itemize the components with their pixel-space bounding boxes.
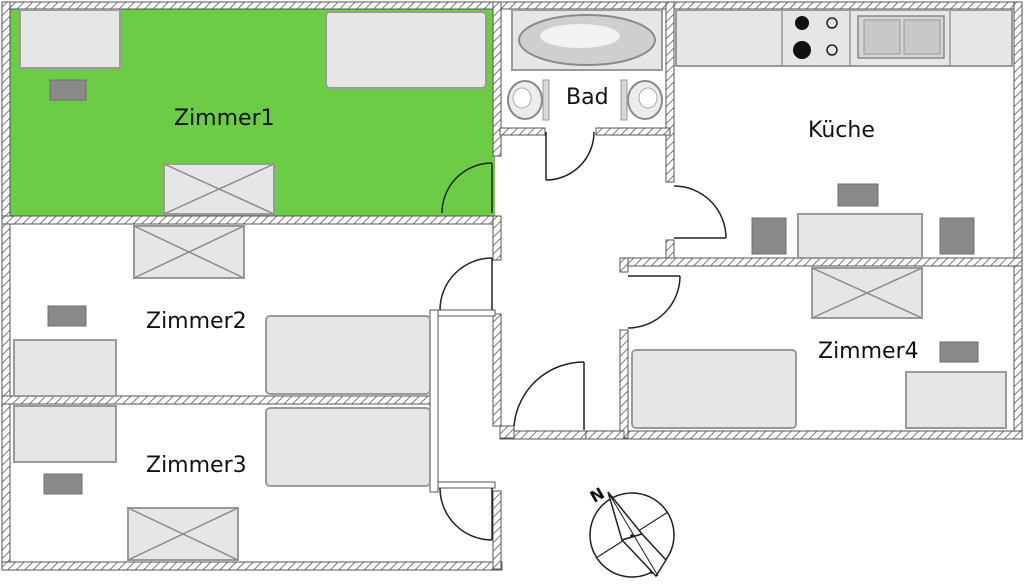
zimmer3-wardrobe: [127, 507, 239, 561]
zimmer2-label: Zimmer2: [146, 309, 247, 334]
bathtub: [511, 9, 663, 71]
compass-rose: N: [587, 484, 675, 578]
zimmer4-wardrobe: [811, 267, 923, 319]
zimmer4-bed: [631, 349, 797, 429]
zimmer1-label: Zimmer1: [174, 106, 275, 131]
kitchen-sink: [857, 15, 945, 59]
zimmer2-bed: [265, 315, 431, 395]
zimmer1-wardrobe: [163, 163, 275, 215]
zimmer3-bed: [265, 407, 431, 487]
bad-label: Bad: [566, 85, 609, 110]
zimmer4-desk: [905, 371, 1007, 429]
kueche-door: [673, 185, 727, 239]
zimmer3-label: Zimmer3: [146, 453, 247, 478]
kitchen-chair-top: [837, 183, 879, 207]
zimmer2-wardrobe: [133, 225, 245, 279]
zimmer2-desk: [13, 339, 117, 397]
bad-door: [545, 131, 595, 181]
zimmer1-door: [441, 162, 493, 214]
kitchen-chair-right: [939, 217, 975, 255]
walls: [1, 1, 1023, 571]
zimmer2-chair: [47, 305, 87, 327]
zimmer1-bed: [325, 11, 487, 89]
kitchen-chair-left: [751, 217, 787, 255]
kueche-label: Küche: [808, 118, 875, 143]
corridor-door: [513, 361, 585, 430]
zimmer2-door: [439, 257, 493, 311]
zimmer4-door: [627, 275, 681, 329]
zimmer4-label: Zimmer4: [818, 339, 919, 364]
zimmer4-chair: [939, 341, 979, 363]
kitchen-table: [797, 213, 923, 259]
kitchen-counter: [675, 9, 1013, 67]
thresholds: [429, 309, 496, 493]
zimmer3-desk: [13, 405, 117, 463]
stove: [793, 16, 838, 59]
washbasin-right: [620, 79, 663, 121]
zimmer1-chair: [49, 79, 87, 101]
zimmer3-chair: [43, 473, 83, 495]
washbasin-left: [507, 79, 550, 121]
zimmer3-door: [439, 487, 493, 541]
zimmer1-desk: [19, 9, 121, 69]
